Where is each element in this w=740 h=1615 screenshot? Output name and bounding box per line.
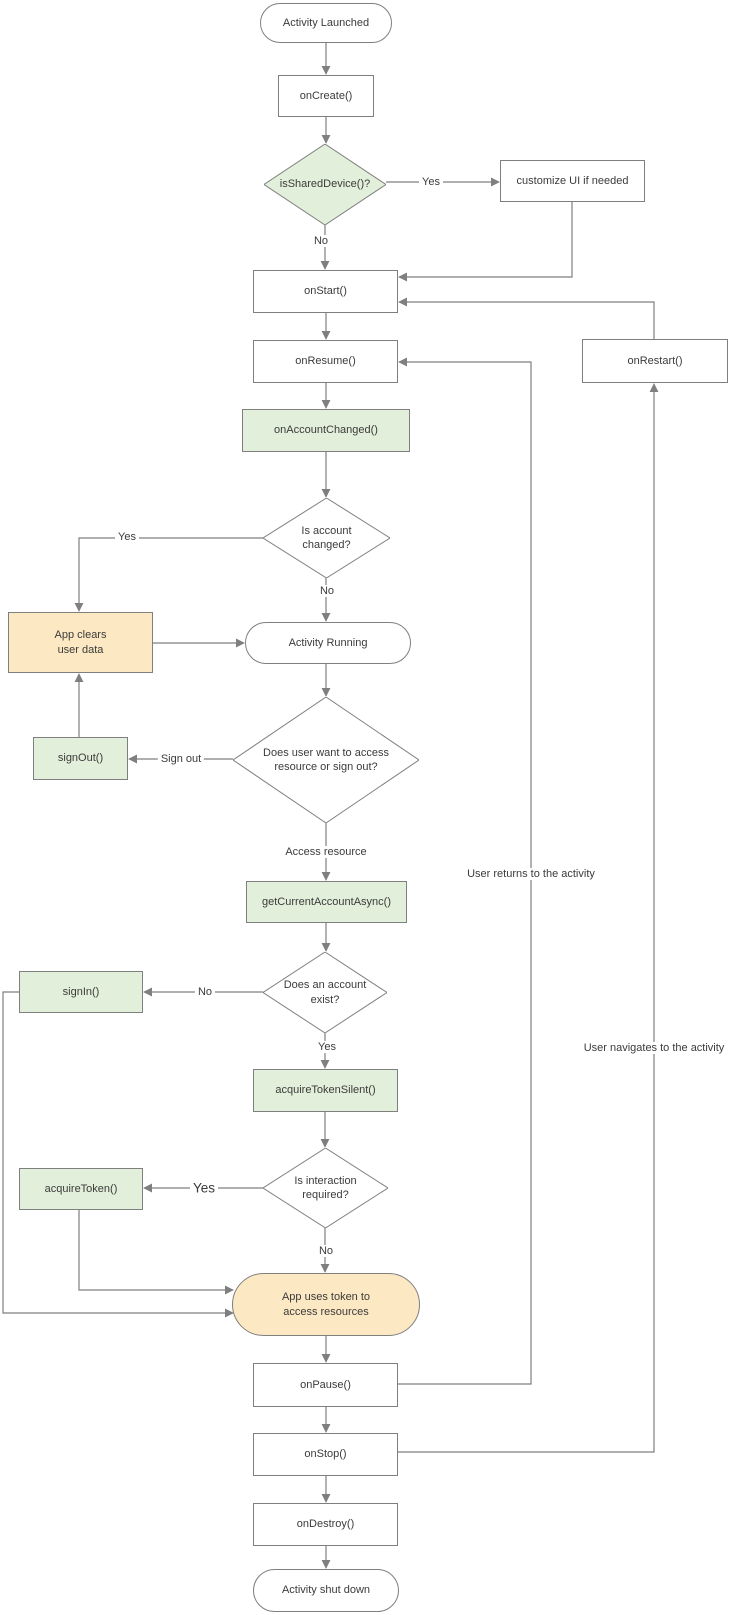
node-customize-ui: customize UI if needed: [500, 160, 645, 202]
node-label: Does an account exist?: [283, 979, 367, 1006]
node-label: Activity Launched: [282, 16, 370, 29]
node-is-account-changed: Is account changed?: [263, 498, 390, 578]
edge-ischanged-yes-appclears: [74, 537, 263, 612]
node-label: onStart(): [304, 285, 347, 298]
node-activity-launched: Activity Launched: [260, 3, 392, 43]
node-label: Activity shut down: [281, 1584, 371, 1597]
diamond-shape: [263, 498, 390, 578]
edge-label-shared-no: No: [310, 235, 332, 247]
node-label: onPause(): [300, 1378, 351, 1391]
node-acquiretoken: acquireToken(): [19, 1168, 143, 1210]
node-label: onRestart(): [627, 354, 683, 367]
node-is-shared-device: isSharedDevice()?: [264, 144, 386, 225]
node-does-account-exist: Does an account exist?: [263, 952, 387, 1033]
diamond-shape: [263, 952, 387, 1033]
node-label: onDestroy(): [296, 1518, 355, 1531]
node-activity-running: Activity Running: [245, 622, 411, 664]
node-is-interaction-required: Is interaction required?: [263, 1148, 388, 1228]
edge-label-changed-yes: Yes: [115, 531, 139, 543]
node-signin: signIn(): [19, 971, 143, 1013]
node-label: Is account changed?: [301, 524, 352, 551]
node-label: onStop(): [304, 1448, 347, 1461]
node-oncreate: onCreate(): [278, 75, 374, 117]
node-app-uses-token: App uses token to access resources: [232, 1273, 420, 1336]
edge-label-interaction-no: No: [315, 1245, 337, 1257]
diamond-shape: [233, 697, 419, 823]
edge-label-user-navigates: User navigates to the activity: [580, 1042, 728, 1054]
node-onaccountchanged: onAccountChanged(): [242, 409, 410, 452]
node-label: acquireTokenSilent(): [275, 1084, 376, 1097]
edge-label-interaction-yes: Yes: [189, 1180, 219, 1196]
edge-signin-appusestoken: [2, 991, 234, 1318]
node-label: Does user want to access resource or sig…: [263, 746, 389, 773]
node-does-user-want: Does user want to access resource or sig…: [233, 697, 419, 823]
edge-label-account-yes: Yes: [315, 1041, 339, 1053]
node-label: signOut(): [57, 752, 104, 765]
node-label: onCreate(): [299, 89, 353, 102]
node-label: Is interaction required?: [294, 1174, 357, 1201]
node-signout: signOut(): [33, 737, 128, 780]
node-getcurrentaccountasync: getCurrentAccountAsync(): [246, 881, 407, 923]
node-label: App uses token to access resources: [281, 1291, 371, 1318]
node-label: onResume(): [295, 355, 356, 368]
node-app-clears-user-data: App clears user data: [8, 612, 153, 673]
node-label: customize UI if needed: [516, 174, 629, 187]
edge-onrestart-onstart: [398, 297, 655, 339]
edge-label-access-resource: Access resource: [282, 846, 370, 858]
node-acquiretokensilent: acquireTokenSilent(): [253, 1069, 398, 1112]
edge-onstop-onrestart-usernavigates: [398, 383, 659, 1453]
node-onrestart: onRestart(): [582, 339, 728, 383]
node-onpause: onPause(): [253, 1363, 398, 1407]
node-ondestroy: onDestroy(): [253, 1503, 398, 1546]
node-onstop: onStop(): [253, 1433, 398, 1476]
node-label: getCurrentAccountAsync(): [262, 895, 391, 908]
node-label: acquireToken(): [44, 1182, 118, 1195]
diamond-shape: [263, 1148, 388, 1228]
node-label: Activity Running: [288, 636, 368, 649]
node-onresume: onResume(): [253, 340, 398, 383]
edge-label-changed-no: No: [316, 585, 338, 597]
edge-label-user-returns: User returns to the activity: [464, 868, 598, 880]
node-label: isSharedDevice()?: [279, 178, 371, 191]
edge-label-shared-yes: Yes: [419, 176, 443, 188]
node-activity-shut-down: Activity shut down: [253, 1569, 399, 1612]
edge-customize-onstart: [398, 202, 573, 282]
node-onstart: onStart(): [253, 270, 398, 313]
diamond-shape: [264, 144, 386, 225]
edge-label-account-no: No: [194, 986, 216, 998]
node-label: onAccountChanged(): [274, 424, 378, 437]
node-label: App clears user data: [54, 629, 107, 656]
edge-acquiretoken-appusestoken: [78, 1210, 234, 1295]
node-label: signIn(): [62, 985, 100, 998]
edge-label-sign-out: Sign out: [157, 753, 205, 765]
